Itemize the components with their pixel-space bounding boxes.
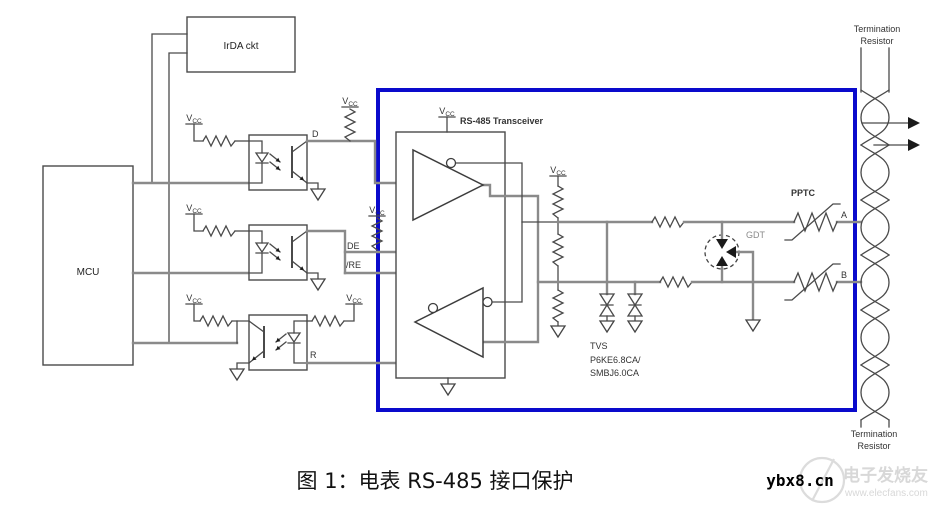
watermark-logo-slash — [811, 458, 835, 502]
watermark-logo-icon — [798, 456, 846, 504]
vcc-symbol — [438, 105, 456, 119]
signal-d-label: D — [312, 129, 319, 139]
vcc-symbol — [185, 292, 203, 306]
resistor-symbol — [552, 289, 564, 323]
ab-bus-lines — [536, 216, 863, 288]
tvs-diode-icon — [627, 293, 643, 317]
vcc-symbol — [185, 112, 203, 126]
pptc-label: PPTC — [791, 188, 816, 198]
ground-icon — [627, 320, 643, 333]
ground-icon — [550, 325, 566, 338]
mcu-block — [42, 165, 134, 366]
opto2-bias — [185, 202, 326, 291]
optocoupler-tx — [248, 134, 308, 191]
transceiver-label: RS-485 Transceiver — [460, 116, 544, 126]
vcc-symbol — [185, 202, 203, 216]
optocoupler-rx — [248, 314, 308, 371]
ground-icon — [440, 383, 456, 396]
mcu-signal-wires — [131, 181, 251, 345]
resistor-symbol — [651, 216, 685, 228]
resistor-symbol — [552, 185, 564, 219]
resistor-symbol — [202, 225, 236, 237]
gdt-symbol — [704, 220, 761, 332]
receiver-enable-bubble — [427, 302, 439, 314]
tvs-diode-icon — [599, 293, 615, 317]
mcu-label: MCU — [77, 267, 100, 278]
resistor-symbol — [199, 315, 233, 327]
watermark-brand: 电子发烧友 — [843, 465, 928, 486]
driver-triangle — [412, 148, 485, 222]
receiver-output-bubble — [482, 296, 493, 308]
resistor-symbol — [344, 108, 356, 142]
tvs-title: TVS — [590, 341, 608, 351]
termination-bottom-line2: Resistor — [857, 441, 890, 451]
opto3-bias — [185, 292, 363, 381]
pptc-b — [784, 263, 841, 301]
twisted-pair — [860, 47, 890, 428]
ground-icon — [310, 188, 326, 201]
tvs-protection — [599, 220, 643, 333]
ground-icon — [310, 278, 326, 291]
vcc-symbol — [341, 95, 359, 109]
irda-label: IrDA ckt — [223, 41, 258, 52]
signal-r-label: R — [310, 350, 317, 360]
receiver-triangle — [413, 286, 484, 359]
tvs-part2: SMBJ6.0CA — [590, 368, 639, 378]
transceiver-routing — [454, 162, 559, 344]
watermark-url: www.elecfans.com — [844, 488, 928, 499]
resistor-symbol — [311, 315, 345, 327]
gdt-label: GDT — [746, 230, 766, 240]
irda-wires — [151, 33, 188, 344]
driver-enable-bubble — [445, 157, 457, 169]
ground-icon — [745, 319, 761, 332]
vcc-symbol — [345, 292, 363, 306]
termination-top-line1: Termination — [854, 24, 901, 34]
ground-icon — [229, 368, 245, 381]
signal-a-label: A — [841, 210, 847, 220]
bias-network — [549, 164, 567, 338]
signal-de-label: DE — [347, 241, 360, 251]
watermark: ybx8.cn 电子发烧友 www.elecfans.com — [766, 456, 928, 504]
resistor-symbol — [659, 276, 693, 288]
termination-bottom-line1: Termination — [851, 429, 898, 439]
signal-b-label: B — [841, 270, 847, 280]
pptc-symbol — [793, 212, 838, 232]
figure-caption: 图 1：电表 RS-485 接口保护 — [297, 469, 574, 493]
pptc-a — [784, 203, 841, 241]
resistor-symbol — [552, 233, 564, 267]
opto1-bias — [185, 112, 326, 201]
optocoupler-de — [248, 224, 308, 281]
vcc-symbol — [549, 164, 567, 178]
pptc-symbol — [793, 272, 838, 292]
irda-block — [186, 16, 296, 73]
termination-top-line2: Resistor — [860, 36, 893, 46]
d-line — [305, 95, 415, 185]
signal-re-label: /RE — [346, 260, 361, 270]
watermark-site: ybx8.cn — [766, 471, 833, 490]
tvs-part1: P6KE6.8CA/ — [590, 355, 641, 365]
resistor-symbol — [202, 135, 236, 147]
cable-direction-arrows — [861, 117, 920, 151]
protection-highlight-box — [376, 88, 857, 412]
ground-icon — [599, 320, 615, 333]
